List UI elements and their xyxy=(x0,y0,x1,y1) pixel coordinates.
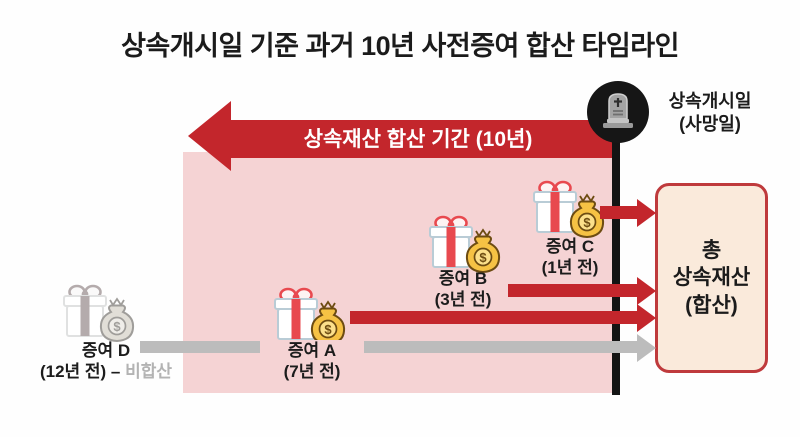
total-estate-line2: 상속재산 xyxy=(672,266,751,290)
gift-d-flow-arrowhead-excluded xyxy=(637,334,656,362)
gift-d-flow-arrow-excluded xyxy=(140,341,639,353)
gift-a-name: 증여 A xyxy=(287,341,337,360)
gift-b-flow-arrowhead xyxy=(637,277,656,305)
total-estate-box: 총 상속재산 (합산) xyxy=(655,183,768,373)
money-symbol: $ xyxy=(479,250,487,265)
period-arrow-left: 상속재산 합산 기간 (10년) xyxy=(188,101,612,171)
gift-a-time: (7년 전) xyxy=(283,362,341,382)
gift-c-flow-arrowhead xyxy=(637,199,656,227)
gift-a-flow-arrowhead xyxy=(637,304,656,332)
death-date-line xyxy=(612,110,620,395)
death-date-label: 상속개시일 (사망일) xyxy=(640,90,780,137)
gift-b-icon: $ xyxy=(429,215,501,274)
gift-d-icon: $ xyxy=(63,284,135,343)
gift-b-label: 증여 B (3년 전) xyxy=(398,268,528,311)
money-symbol: $ xyxy=(583,215,591,230)
gift-b-name: 증여 B xyxy=(438,269,488,288)
gift-a-icon: $ xyxy=(274,287,346,346)
gift-a-label: 증여 A (7년 전) xyxy=(260,340,364,383)
gift-c-time: (1년 전) xyxy=(541,258,599,278)
death-date-label-line1: 상속개시일 xyxy=(668,91,752,111)
money-symbol: $ xyxy=(113,319,121,334)
money-symbol: $ xyxy=(324,322,332,337)
gift-c-icon: $ xyxy=(533,180,605,239)
gift-b-flow-arrow xyxy=(508,284,639,297)
gift-d-time: (12년 전) – 비합산 xyxy=(0,361,212,382)
gift-d-name: 증여 D xyxy=(81,341,131,360)
gift-c-flow-arrow xyxy=(600,206,640,219)
gift-d-time-text: (12년 전) – xyxy=(39,362,121,382)
total-estate-line3: (합산) xyxy=(685,293,738,317)
gift-b-time: (3년 전) xyxy=(434,290,492,310)
total-estate-line1: 총 xyxy=(701,239,722,263)
gift-d-excluded-label: 비합산 xyxy=(125,362,173,382)
page-title: 상속개시일 기준 과거 10년 사전증여 합산 타임라인 xyxy=(121,31,679,61)
gift-c-label: 증여 C (1년 전) xyxy=(505,236,635,279)
period-arrow-shape xyxy=(188,101,612,171)
gift-c-name: 증여 C xyxy=(545,237,595,256)
period-arrow-label: 상속재산 합산 기간 (10년) xyxy=(304,128,533,151)
gift-a-flow-arrow xyxy=(350,311,639,324)
death-marker xyxy=(587,81,649,143)
tombstone-icon xyxy=(603,93,633,128)
gift-d-label: 증여 D (12년 전) – 비합산 xyxy=(0,340,212,383)
death-date-label-line2: (사망일) xyxy=(679,114,741,135)
